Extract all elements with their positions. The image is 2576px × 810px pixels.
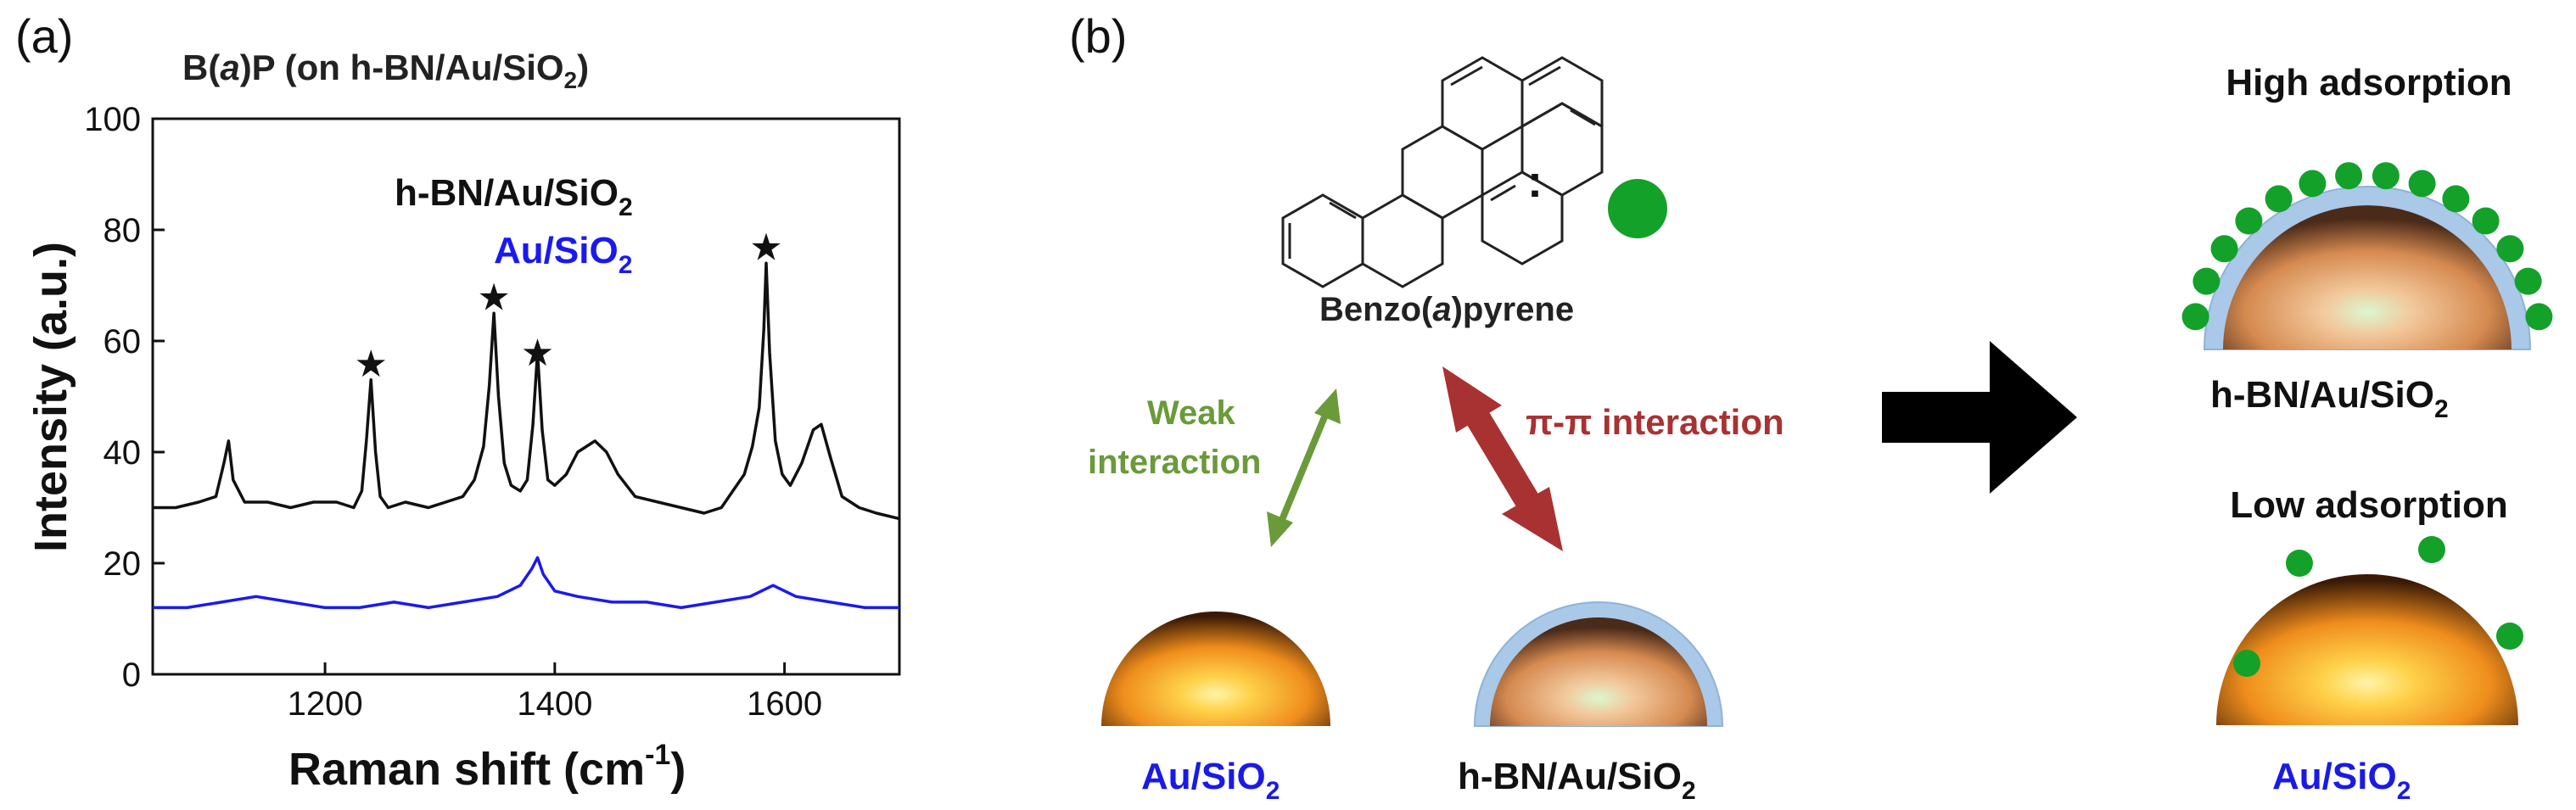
peak-markers: ★ ★ ★ ★	[355, 227, 783, 386]
pi-pi-label: π-π interaction	[1526, 402, 1784, 442]
peak-star-icon: ★	[477, 277, 510, 319]
y-tick-label: 60	[104, 323, 142, 360]
adsorbed-dot-icon	[2408, 170, 2436, 198]
series-line-hbn	[153, 261, 900, 521]
low-adsorption-title: Low adsorption	[2230, 484, 2508, 526]
legend-hbn: h-BN/Au/SiO2	[395, 172, 633, 221]
y-tick-label: 100	[84, 101, 141, 138]
weak-label-line1: Weak	[1147, 394, 1236, 432]
big-arrow-icon	[1882, 341, 2077, 494]
panel-a-label: (a)	[15, 9, 73, 63]
y-tick-label: 80	[104, 212, 142, 249]
adsorbed-dot-icon	[2235, 207, 2263, 235]
au-label: Au/SiO2	[1141, 756, 1280, 805]
panel-a-title: B(a)P (on h-BN/Au/SiO2)	[182, 47, 589, 93]
pi-pi-interaction-arrow	[1442, 366, 1563, 551]
hbn-hemisphere-icon	[1490, 617, 1707, 726]
y-tick-label: 20	[104, 545, 142, 583]
au-hemisphere-icon	[1101, 612, 1330, 726]
weak-label-line2: interaction	[1088, 444, 1261, 481]
adsorbed-dot-icon	[2514, 267, 2542, 295]
adsorbed-dot-icon	[2496, 623, 2523, 650]
adsorbed-dot-icon	[2372, 162, 2400, 190]
adsorbed-dot-icon	[2210, 235, 2238, 263]
adsorbed-dot-icon	[2192, 267, 2220, 295]
x-tick-label: 1400	[517, 685, 592, 723]
y-tick-label: 40	[104, 434, 142, 472]
adsorbed-dot-icon	[2181, 303, 2209, 331]
molecule-name: Benzo(a)pyrene	[1319, 291, 1574, 328]
adsorbed-dot-icon	[2418, 536, 2445, 563]
peak-star-icon: ★	[355, 344, 388, 385]
y-axis-label: Intensity (a.u.)	[25, 242, 76, 552]
weak-interaction-arrow	[1267, 388, 1341, 547]
low-label: Au/SiO2	[2272, 756, 2411, 805]
legend-colon: :	[1527, 156, 1543, 207]
adsorbed-dot-icon	[2525, 303, 2553, 331]
axis-ticks: 0 20 40 60 80 100 1200 1400 1600	[84, 101, 822, 723]
adsorbed-dot-icon	[2335, 162, 2363, 190]
x-tick-label: 1600	[747, 685, 822, 723]
peak-star-icon: ★	[749, 227, 782, 269]
high-adsorption-title: High adsorption	[2226, 62, 2512, 103]
legend-au: Au/SiO2	[494, 230, 632, 279]
adsorbed-dot-icon	[2472, 207, 2500, 235]
panel-b-label: (b)	[1069, 9, 1127, 63]
benzo-a-pyrene-structure	[1281, 56, 1604, 288]
high-hemisphere-icon	[2223, 205, 2512, 349]
plot-frame	[151, 117, 901, 676]
x-axis-label: Raman shift (cm-1)	[288, 739, 686, 795]
x-tick-label: 1200	[288, 685, 363, 723]
raman-chart: 0 20 40 60 80 100 1200 1400 1600 ★ ★ ★ ★ h-BN/Au/Si…	[25, 101, 901, 795]
low-hemisphere-icon	[2216, 574, 2518, 725]
adsorbed-dot-icon	[2299, 170, 2327, 198]
high-adsorption-dots	[2181, 162, 2553, 331]
y-tick-label: 0	[122, 656, 141, 694]
series-line-au	[153, 556, 899, 610]
adsorbed-dot-icon	[2265, 185, 2293, 213]
molecule-dot-icon	[1608, 179, 1667, 238]
hbn-label: h-BN/Au/SiO2	[1458, 756, 1696, 805]
high-label: h-BN/Au/SiO2	[2210, 374, 2449, 423]
low-adsorption-dots	[2233, 536, 2523, 677]
peak-star-icon: ★	[521, 332, 554, 374]
series-layer	[153, 261, 900, 610]
adsorbed-dot-icon	[2286, 550, 2313, 577]
adsorbed-dot-icon	[2496, 235, 2524, 263]
adsorbed-dot-icon	[2233, 650, 2260, 677]
adsorbed-dot-icon	[2442, 185, 2470, 213]
